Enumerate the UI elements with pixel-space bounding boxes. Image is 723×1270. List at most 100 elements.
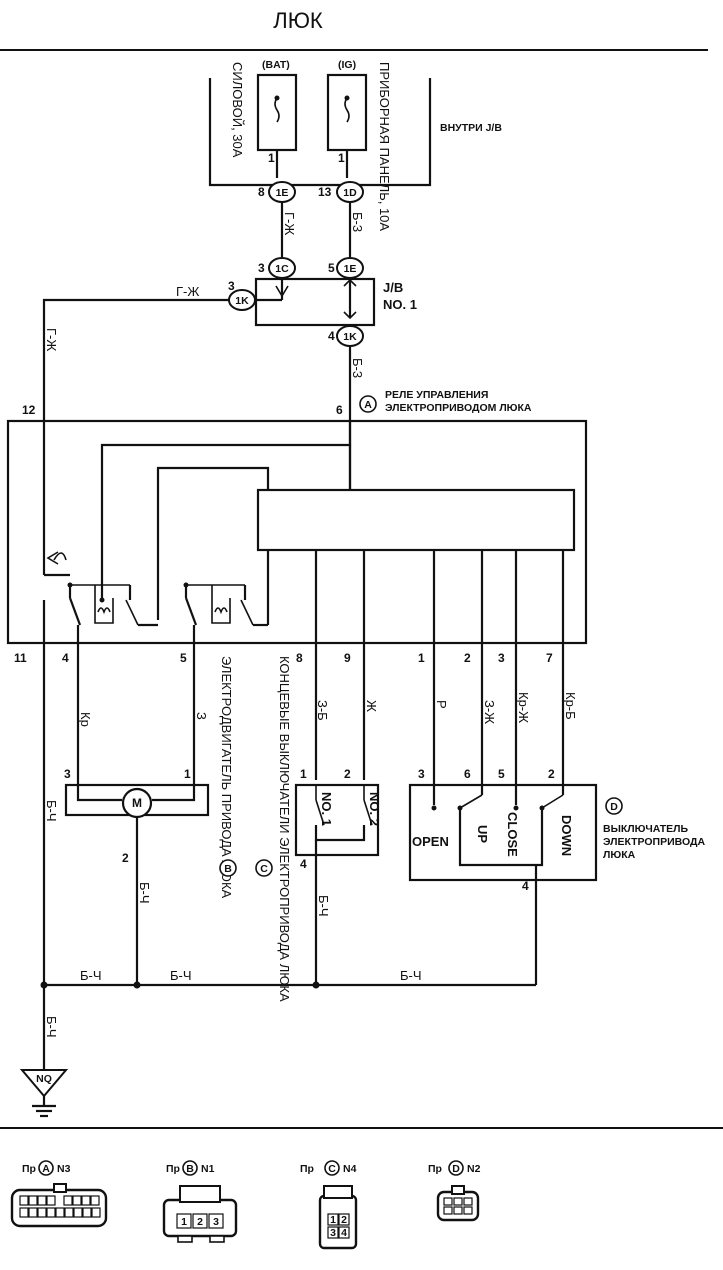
relay-pin-2: 2 — [464, 651, 471, 665]
wire-label-bch-limit: Б-Ч — [316, 895, 331, 917]
svg-text:1: 1 — [184, 767, 191, 781]
svg-text:Пр: Пр — [300, 1163, 314, 1175]
svg-text:3: 3 — [258, 261, 265, 275]
fuse-bat-name: СИЛОВОЙ, 30А — [230, 62, 245, 158]
svg-text:ВЫКЛЮЧАТЕЛЬ: ВЫКЛЮЧАТЕЛЬ — [603, 823, 689, 835]
svg-text:1D: 1D — [343, 187, 357, 199]
relay-box — [6, 419, 588, 655]
svg-text:РЕЛЕ УПРАВЛЕНИЯ: РЕЛЕ УПРАВЛЕНИЯ — [385, 389, 488, 401]
svg-text:1K: 1K — [343, 331, 357, 343]
motor-symbol: M — [132, 796, 142, 810]
wire-label-bch-bus3: Б-Ч — [400, 968, 422, 983]
relay-pin-6: 6 — [336, 403, 343, 417]
wire-label-kr: Кр — [78, 712, 93, 727]
wire-label-bch-bus1: Б-Ч — [80, 968, 102, 983]
svg-text:NO. 1: NO. 1 — [319, 792, 334, 826]
wire-label-gzh-left: Г-Ж — [44, 328, 59, 351]
relay-pin-4: 4 — [62, 651, 69, 665]
relay-pin-1: 1 — [418, 651, 425, 665]
fuse-bat-tag: (BAT) — [262, 59, 290, 71]
svg-text:13: 13 — [318, 185, 332, 199]
svg-text:5: 5 — [328, 261, 335, 275]
wire-label-krb: Кр-Б — [563, 692, 578, 720]
wire-label-zh: Ж — [364, 700, 379, 712]
relay-label: A РЕЛЕ УПРАВЛЕНИЯ ЭЛЕКТРОПРИВОДОМ ЛЮКА — [359, 389, 532, 414]
svg-text:4: 4 — [328, 329, 335, 343]
svg-text:ЛЮКА: ЛЮКА — [603, 849, 636, 861]
svg-text:B: B — [186, 1163, 194, 1175]
jb-fuse-block: (BAT) 1 (IG) 1 СИЛОВОЙ, 30А ПРИБОРНАЯ ПА… — [208, 59, 502, 231]
switch-marker: D — [610, 801, 618, 813]
svg-text:4: 4 — [300, 857, 307, 871]
switch-close-label: CLOSE — [505, 812, 520, 857]
svg-text:Пр: Пр — [22, 1163, 36, 1175]
svg-text:N2: N2 — [467, 1163, 481, 1175]
svg-text:2: 2 — [344, 767, 351, 781]
connector-1c: 3 1C — [258, 257, 296, 279]
svg-text:A: A — [42, 1163, 50, 1175]
wire-label-bch-ground: Б-Ч — [44, 1016, 59, 1038]
relay-pin-12: 12 — [22, 403, 36, 417]
switch-up-label: UP — [475, 825, 490, 843]
svg-text:ЭЛЕКТРОПРИВОДА: ЭЛЕКТРОПРИВОДА — [603, 836, 705, 848]
relay-pin-3: 3 — [498, 651, 505, 665]
svg-text:1K: 1K — [235, 295, 249, 307]
connector-1e-top: 8 1E — [258, 181, 296, 203]
page-title: ЛЮК — [273, 8, 323, 33]
wire-label-krzh: Кр-Ж — [516, 692, 531, 723]
jb-no1-line2: NO. 1 — [383, 297, 417, 312]
switch-d: Р З-Ж Кр-Ж Кр-Б 3 6 5 2 4 OPEN UP CLOSE … — [408, 692, 705, 985]
relay-pin-5: 5 — [180, 651, 187, 665]
relay-pin-7: 7 — [546, 651, 553, 665]
switch-open-label: OPEN — [412, 834, 449, 849]
svg-text:N3: N3 — [57, 1163, 71, 1175]
wire-label-z: З — [194, 712, 209, 720]
wire-label-b3-lower: Б-3 — [350, 358, 365, 378]
motor-marker: B — [224, 863, 232, 875]
fuse-ig-pin: 1 — [338, 151, 345, 165]
svg-text:1E: 1E — [276, 187, 289, 199]
wire-label-gzh-top: Г-Ж — [282, 212, 297, 235]
wire-label-gzh-horizontal: Г-Ж — [176, 284, 199, 299]
svg-text:NQ: NQ — [36, 1073, 52, 1085]
jb-no1-box: J/B NO. 1 — [254, 277, 417, 327]
connector-1e-mid: 5 1E — [328, 257, 364, 279]
svg-text:Пр: Пр — [428, 1163, 442, 1175]
wire-label-zb: З-Б — [315, 700, 330, 721]
svg-text:3: 3 — [418, 767, 425, 781]
svg-text:2: 2 — [548, 767, 555, 781]
connector-view-c: Пр C N4 1 2 3 4 — [300, 1160, 358, 1250]
connector-view-a: Пр A N3 — [10, 1160, 108, 1228]
svg-text:2: 2 — [197, 1216, 203, 1228]
svg-text:4: 4 — [522, 879, 529, 893]
limit-switches-c: З-Б Ж 1 2 NO. 1 NO. 2 4 Б-Ч КОНЦЕВЫЕ ВЫК… — [255, 656, 382, 1002]
svg-text:D: D — [452, 1163, 460, 1175]
wire-label-bch-motor: Б-Ч — [137, 882, 152, 904]
ground-point-nq: NQ — [19, 1069, 69, 1118]
svg-text:N4: N4 — [343, 1163, 357, 1175]
svg-text:N1: N1 — [201, 1163, 215, 1175]
fuse-bat-pin: 1 — [268, 151, 275, 165]
svg-text:3: 3 — [213, 1216, 219, 1228]
svg-text:4: 4 — [341, 1227, 347, 1239]
svg-text:ЭЛЕКТРОПРИВОДОМ ЛЮКА: ЭЛЕКТРОПРИВОДОМ ЛЮКА — [385, 402, 532, 414]
connector-1k-bottom: 4 1K — [328, 325, 364, 347]
svg-text:2: 2 — [122, 851, 129, 865]
svg-text:3: 3 — [330, 1227, 336, 1239]
ground-bus: Б-Ч Б-Ч Б-Ч Б-Ч — [40, 968, 536, 1038]
connector-1d-top: 13 1D — [318, 181, 364, 203]
svg-text:8: 8 — [258, 185, 265, 199]
svg-text:5: 5 — [498, 767, 505, 781]
svg-text:6: 6 — [464, 767, 471, 781]
motor-label: ЭЛЕКТРОДВИГАТЕЛЬ ПРИВОДА ЛЮКА — [219, 656, 234, 899]
relay-pin-8: 8 — [296, 651, 303, 665]
svg-text:2: 2 — [341, 1214, 347, 1226]
wire-label-bch-bus2: Б-Ч — [170, 968, 192, 983]
svg-text:Пр: Пр — [166, 1163, 180, 1175]
connector-view-b: Пр B N1 1 2 3 — [162, 1160, 238, 1243]
svg-text:1E: 1E — [344, 263, 357, 275]
svg-text:1: 1 — [300, 767, 307, 781]
svg-text:NO. 2: NO. 2 — [367, 792, 382, 826]
connector-1k-left: 3 1K — [228, 279, 256, 311]
